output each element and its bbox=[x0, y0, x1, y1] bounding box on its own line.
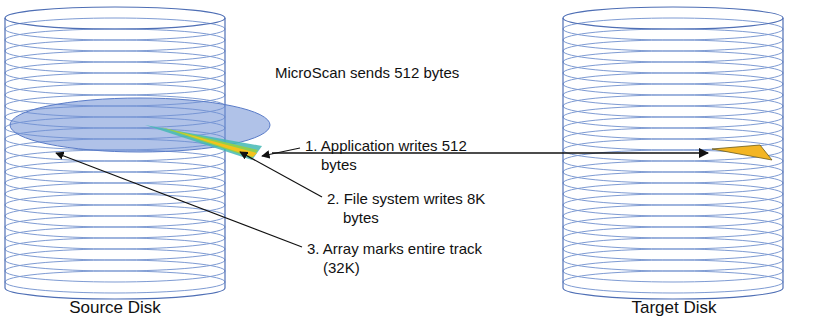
cylinder-side bbox=[4, 18, 5, 288]
callout-text: 3. Array marks entire track (32K) bbox=[307, 239, 493, 277]
target-sector bbox=[712, 145, 772, 160]
leader-line bbox=[262, 148, 300, 156]
disk-node: Target Disk bbox=[562, 4, 786, 318]
edge-label: MicroScan sends 512 bytes bbox=[273, 64, 461, 81]
source-cylinder bbox=[5, 7, 225, 299]
disk-label: Source Disk bbox=[4, 298, 226, 318]
disk-node: Source Disk bbox=[4, 4, 272, 318]
callout-text: 1. Application writes 512 bytes bbox=[305, 136, 486, 174]
leader-line bbox=[56, 153, 302, 247]
cylinder-bottom bbox=[563, 288, 783, 299]
track-line bbox=[563, 271, 783, 293]
callout-text: 2. File system writes 8K bytes bbox=[327, 189, 503, 227]
cylinder-side bbox=[782, 18, 783, 288]
track-line bbox=[5, 271, 225, 293]
leader-line bbox=[240, 152, 322, 197]
cylinder-bottom bbox=[5, 288, 225, 299]
cylinder-top bbox=[5, 7, 225, 29]
sector-wedge bbox=[175, 131, 257, 157]
cylinder-side bbox=[224, 18, 225, 288]
disk-label: Target Disk bbox=[562, 298, 786, 318]
cylinder-top bbox=[563, 7, 783, 29]
